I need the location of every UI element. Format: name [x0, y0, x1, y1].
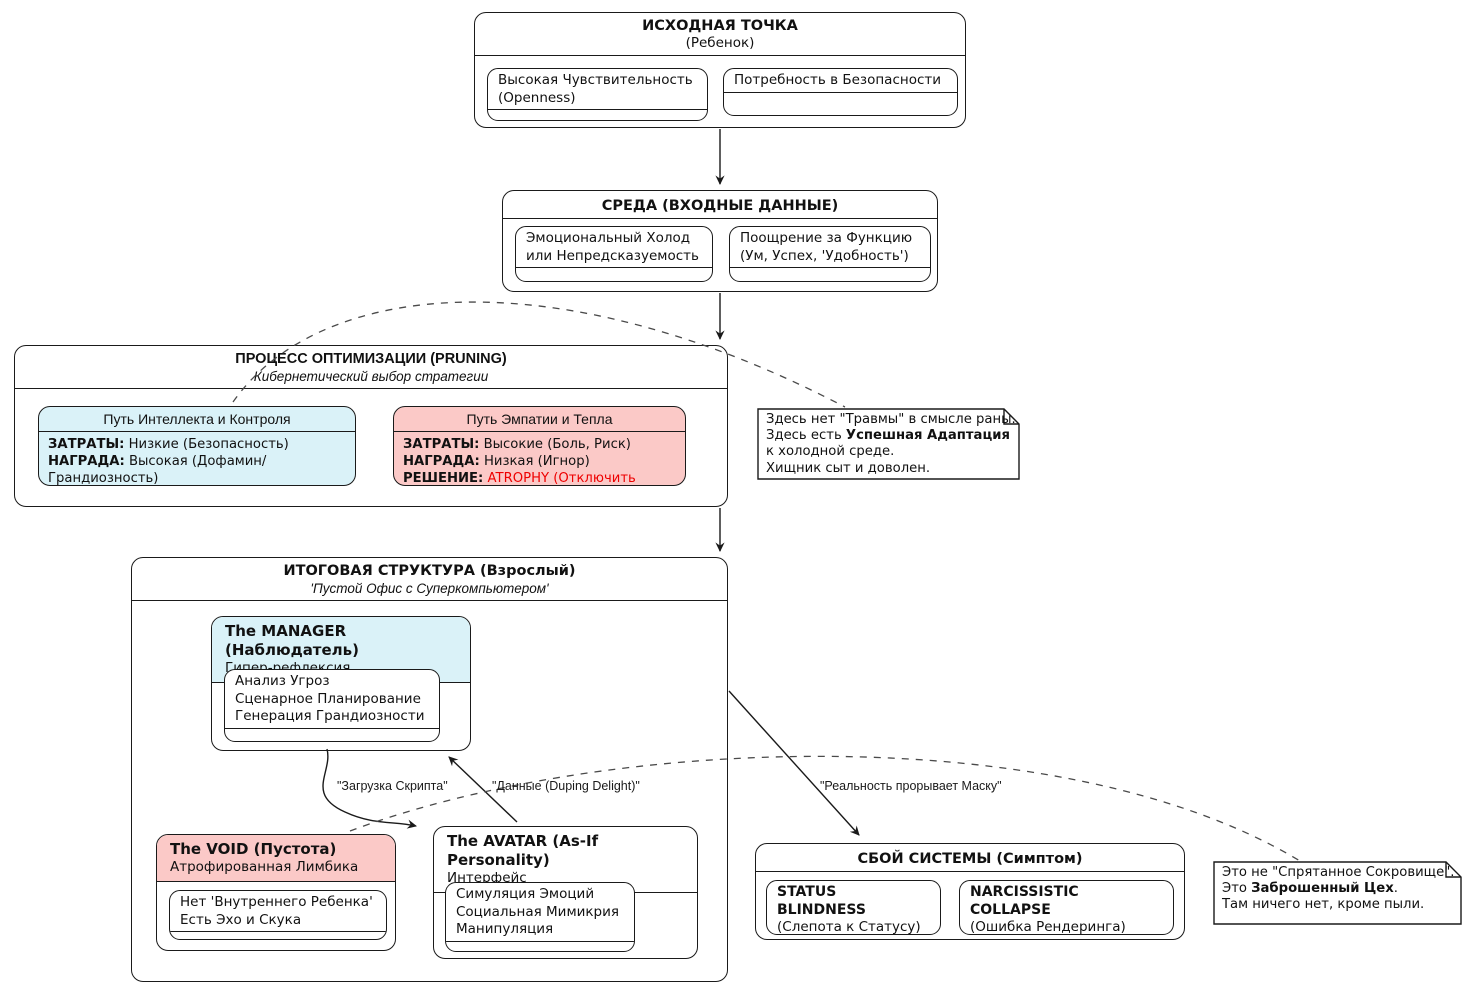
card-void-content-footer — [170, 931, 386, 939]
card-emotional-cold-line2: или Непредсказуемость — [526, 247, 699, 264]
card-function-reward-line2: (Ум, Успех, 'Удобность') — [740, 247, 909, 264]
component-manager-title: The MANAGER (Наблюдатель) — [225, 622, 360, 659]
manager-function-line3: Генерация Грандиозности — [235, 708, 425, 724]
note-abandoned-workshop-text: Это не "Спрятанное Сокровище". Это Забро… — [1222, 865, 1455, 914]
frame-starting-point-subtitle: (Ребенок) — [685, 35, 755, 51]
card-avatar-functions: Симуляция Эмоций Социальная Мимикрия Ман… — [445, 882, 635, 952]
card-narcissistic-collapse: NARCISSISTIC COLLAPSE (Ошибка Рендеринга… — [959, 880, 1174, 935]
component-avatar: The AVATAR (As-If Personality) Интерфейс… — [433, 826, 698, 959]
card-safety-need-line1: Потребность в Безопасности — [734, 72, 942, 88]
frame-starting-point: ИСХОДНАЯ ТОЧКА (Ребенок) Высокая Чувстви… — [474, 12, 966, 128]
frame-pruning-header: ПРОЦЕСС ОПТИМИЗАЦИИ (PRUNING) Кибернетич… — [15, 346, 727, 389]
arrow-structure-to-failure — [728, 690, 860, 836]
intellect-cost-row: ЗАТРАТЫ: Низкие (Безопасность) — [48, 436, 346, 453]
empathy-decision-label: РЕШЕНИЕ: — [403, 471, 484, 486]
card-function-reward-line1: Поощрение за Функцию — [740, 230, 913, 246]
note-adaptation-text: Здесь нет "Травмы" в смысле раны. Здесь … — [766, 412, 1016, 477]
intellect-reward-row: НАГРАДА: Высокая (Дофамин/Грандиозность) — [48, 453, 346, 486]
card-empathy-path: Путь Эмпатии и Тепла ЗАТРАТЫ: Высокие (Б… — [393, 406, 686, 486]
frame-final-structure-header: ИТОГОВАЯ СТРУКТУРА (Взрослый) 'Пустой Оф… — [132, 558, 727, 601]
card-safety-need-footer — [724, 91, 957, 116]
note-workshop-line1: Это не "Спрятанное Сокровище". — [1222, 865, 1455, 880]
component-manager: The MANAGER (Наблюдатель) Гипер-рефлекси… — [211, 616, 471, 751]
card-function-reward-footer — [730, 267, 930, 281]
empathy-cost-label: ЗАТРАТЫ: — [403, 437, 480, 452]
card-sensitivity-footer — [488, 109, 707, 120]
intellect-cost-value: Низкие (Безопасность) — [128, 437, 289, 452]
manager-function-line1: Анализ Угроз — [235, 673, 330, 689]
empathy-cost-value: Высокие (Боль, Риск) — [483, 437, 631, 452]
card-narcissistic-collapse-subtitle: (Ошибка Рендеринга) — [970, 919, 1126, 935]
card-intellect-path-title: Путь Интеллекта и Контроля — [39, 407, 355, 432]
frame-pruning-subtitle: Кибернетический выбор стратегии — [253, 369, 489, 384]
card-status-blindness-title: STATUS BLINDNESS — [777, 884, 866, 918]
frame-pruning-title: ПРОЦЕСС ОПТИМИЗАЦИИ (PRUNING) — [235, 351, 507, 367]
card-manager-functions: Анализ Угроз Сценарное Планирование Гене… — [224, 669, 440, 742]
card-avatar-functions-footer — [446, 940, 634, 952]
frame-starting-point-title: ИСХОДНАЯ ТОЧКА — [642, 18, 798, 34]
card-sensitivity-line1: Высокая Чувствительность — [498, 72, 693, 88]
intellect-cost-label: ЗАТРАТЫ: — [48, 437, 125, 452]
empathy-reward-label: НАГРАДА: — [403, 454, 480, 469]
note-adaptation-shape — [757, 408, 1020, 480]
frame-system-failure-title: СБОЙ СИСТЕМЫ (Симптом) — [857, 851, 1083, 867]
card-function-reward: Поощрение за Функцию (Ум, Успех, 'Удобно… — [729, 226, 931, 282]
note-abandoned-workshop: Это не "Спрятанное Сокровище". Это Забро… — [1213, 861, 1462, 925]
card-void-content: Нет 'Внутреннего Ребенка' Есть Эхо и Ску… — [169, 890, 387, 940]
note-adaptation-line3: к холодной среде. — [766, 444, 895, 460]
intellect-reward-label: НАГРАДА: — [48, 454, 125, 469]
component-void: The VOID (Пустота) Атрофированная Лимбик… — [156, 834, 396, 951]
empathy-decision-row: РЕШЕНИЕ: ATROPHY (Отключить питание) — [403, 470, 676, 486]
component-void-title: The VOID (Пустота) — [170, 840, 337, 858]
frame-environment-title: СРЕДА (ВХОДНЫЕ ДАННЫЕ) — [601, 198, 839, 214]
card-empathy-path-title: Путь Эмпатии и Тепла — [394, 407, 685, 432]
frame-final-structure-subtitle: 'Пустой Офис с Суперкомпьютером' — [310, 581, 549, 596]
empathy-cost-row: ЗАТРАТЫ: Высокие (Боль, Риск) — [403, 436, 676, 453]
card-emotional-cold-footer — [516, 267, 712, 281]
card-sensitivity-line2: (Openness) — [498, 89, 576, 106]
empathy-decision-value: ATROPHY (Отключить питание) — [487, 471, 636, 486]
card-status-blindness-subtitle: (Слепота к Статусу) — [777, 919, 921, 935]
edge-label-script-load: "Загрузка Скрипта" — [337, 779, 448, 793]
avatar-function-line2: Социальная Мимикрия — [456, 903, 620, 920]
frame-final-structure: ИТОГОВАЯ СТРУКТУРА (Взрослый) 'Пустой Оф… — [131, 557, 728, 982]
card-emotional-cold-line1: Эмоциональный Холод — [526, 230, 691, 246]
note-workshop-line3: Там ничего нет, кроме пыли. — [1222, 897, 1425, 913]
edge-label-duping-data: "Данные (Duping Delight)" — [492, 779, 640, 793]
card-manager-functions-footer — [225, 727, 439, 742]
empathy-reward-row: НАГРАДА: Низкая (Игнор) — [403, 453, 676, 470]
card-intellect-path: Путь Интеллекта и Контроля ЗАТРАТЫ: Низк… — [38, 406, 356, 486]
note-adaptation-line1: Здесь нет "Травмы" в смысле раны. — [766, 412, 1016, 427]
note-adaptation-line4: Хищник сыт и доволен. — [766, 460, 931, 476]
component-void-header: The VOID (Пустота) Атрофированная Лимбик… — [157, 835, 395, 882]
avatar-function-line3: Манипуляция — [456, 921, 554, 937]
note-adaptation: Здесь нет "Травмы" в смысле раны. Здесь … — [757, 408, 1020, 480]
component-void-subtitle: Атрофированная Лимбика — [170, 859, 359, 875]
void-content-line2: Есть Эхо и Скука — [180, 911, 302, 928]
frame-environment: СРЕДА (ВХОДНЫЕ ДАННЫЕ) Эмоциональный Хол… — [502, 190, 938, 292]
frame-pruning-process: ПРОЦЕСС ОПТИМИЗАЦИИ (PRUNING) Кибернетич… — [14, 345, 728, 507]
note-workshop-line2: Это Заброшенный Цех. — [1222, 881, 1398, 897]
intellect-reward-value: Высокая (Дофамин/Грандиозность) — [48, 454, 267, 486]
card-status-blindness: STATUS BLINDNESS (Слепота к Статусу) — [766, 880, 941, 935]
frame-system-failure-header: СБОЙ СИСТЕМЫ (Симптом) — [756, 844, 1184, 872]
avatar-function-line1: Симуляция Эмоций — [456, 886, 595, 902]
frame-environment-header: СРЕДА (ВХОДНЫЕ ДАННЫЕ) — [503, 191, 937, 219]
note-abandoned-workshop-shape — [1213, 861, 1462, 925]
frame-system-failure: СБОЙ СИСТЕМЫ (Симптом) STATUS BLINDNESS … — [755, 843, 1185, 940]
empathy-reward-value: Низкая (Игнор) — [483, 454, 590, 469]
card-narcissistic-collapse-title: NARCISSISTIC COLLAPSE — [970, 884, 1079, 918]
edge-label-reality: "Реальность прорывает Маску" — [820, 779, 1002, 793]
void-content-line1: Нет 'Внутреннего Ребенка' — [180, 894, 373, 910]
note-adaptation-line2: Здесь есть Успешная Адаптация — [766, 428, 1010, 444]
manager-function-line2: Сценарное Планирование — [235, 690, 421, 707]
frame-starting-point-header: ИСХОДНАЯ ТОЧКА (Ребенок) — [475, 13, 965, 56]
card-emotional-cold: Эмоциональный Холод или Непредсказуемост… — [515, 226, 713, 282]
card-sensitivity: Высокая Чувствительность (Openness) — [487, 68, 708, 121]
component-avatar-title: The AVATAR (As-If Personality) — [447, 832, 599, 869]
card-safety-need: Потребность в Безопасности — [723, 68, 958, 116]
frame-final-structure-title: ИТОГОВАЯ СТРУКТУРА (Взрослый) — [283, 563, 576, 579]
